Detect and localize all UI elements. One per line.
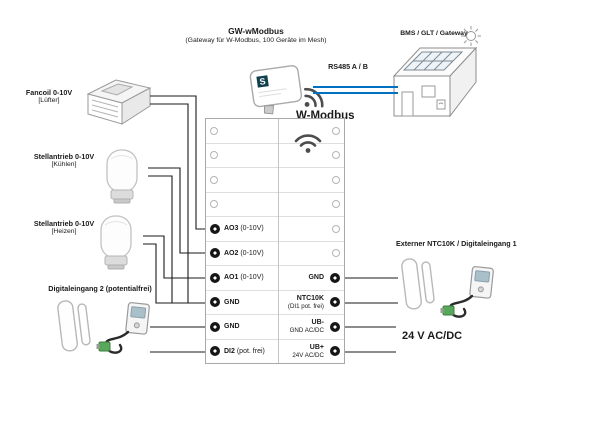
terminal-gnd-1: GND xyxy=(206,291,278,315)
terminal-block: AO3 (0-10V) AO2 (0-10V) AO1 (0-10V) GND … xyxy=(205,118,345,364)
terminal-ub-minus: UB-GND AC/DC xyxy=(279,315,344,340)
terminal-label: DI2 (pot. frei) xyxy=(224,347,265,355)
terminal-screw-icon xyxy=(330,321,340,332)
fancoil-image xyxy=(84,76,154,133)
building-image xyxy=(390,24,482,125)
terminal-screw-icon xyxy=(210,321,220,332)
actuator-cooling-label: Stellantrieb 0-10V [Kühlen] xyxy=(33,152,95,168)
terminal-screw-icon xyxy=(332,126,340,135)
digital-input-2-label: Digitaleingang 2 (potentialfrei) xyxy=(48,284,152,293)
actuator-heating-label: Stellantrieb 0-10V [Heizen] xyxy=(33,219,95,235)
terminal-screw-icon xyxy=(210,175,218,184)
wire-cooling-signal xyxy=(148,167,205,254)
wifi-icon xyxy=(292,128,324,159)
door-contact-image xyxy=(54,296,96,359)
terminal-screw-icon xyxy=(332,175,340,184)
solar-panel xyxy=(402,51,464,71)
terminal-screw-icon xyxy=(210,126,218,135)
terminal-label: NTC10K(DI1 pot. frei) xyxy=(287,294,324,310)
terminal-screw-icon xyxy=(330,272,340,283)
terminal-ao3: AO3 (0-10V) xyxy=(206,217,278,242)
cable-sensor-image xyxy=(96,298,152,365)
bms-label: BMS / GLT / Gateway xyxy=(400,30,468,37)
terminal-screw-icon xyxy=(210,248,220,259)
terminal-label: AO1 (0-10V) xyxy=(224,274,264,282)
terminal-screw-icon xyxy=(210,200,218,209)
external-sensor-label: Externer NTC10K / Digitaleingang 1 xyxy=(396,239,517,248)
terminal-label: AO3 (0-10V) xyxy=(224,225,264,233)
terminal-row-empty xyxy=(279,144,344,168)
terminal-di2: DI2 (pot. frei) xyxy=(206,340,278,364)
terminal-label: GND xyxy=(308,273,324,281)
terminal-row-empty xyxy=(279,168,344,193)
building-drawing xyxy=(392,26,481,118)
door-contact-right-image xyxy=(398,254,440,317)
terminal-screw-icon xyxy=(332,200,340,209)
terminal-gnd-2: GND xyxy=(206,315,278,340)
ntc-sensor-image xyxy=(440,262,496,329)
gateway-device-image: S xyxy=(246,60,310,121)
terminal-row-empty xyxy=(279,217,344,242)
gateway-logo-letter: S xyxy=(259,76,266,87)
terminal-label: GND xyxy=(224,323,240,331)
wire-heating-signal xyxy=(143,235,205,279)
terminal-screw-icon xyxy=(210,297,220,308)
wire-fancoil-gnd xyxy=(150,103,205,304)
terminal-screw-icon xyxy=(210,223,220,234)
wire-heating-gnd xyxy=(143,243,205,304)
terminal-label: UB-GND AC/DC xyxy=(289,319,324,335)
terminal-label: UB+24V AC/DC xyxy=(292,343,324,359)
terminal-row-empty xyxy=(279,193,344,217)
terminal-screw-icon xyxy=(330,297,340,308)
terminal-screw-icon xyxy=(332,151,340,160)
terminal-row-empty xyxy=(206,119,278,144)
gateway-caption: GW-wModbus (Gateway für W-Modbus, 100 Ge… xyxy=(158,26,354,44)
sun-icon xyxy=(461,26,481,46)
terminal-screw-icon xyxy=(210,272,220,283)
terminal-screw-icon xyxy=(330,346,340,357)
terminal-row-empty xyxy=(206,144,278,168)
terminal-gnd-right: GND xyxy=(279,266,344,291)
actuator-heating-image xyxy=(88,212,144,275)
power-supply-label: 24 V AC/DC xyxy=(402,330,463,342)
wire-fancoil-signal xyxy=(150,95,205,230)
gateway-subtitle: (Gateway für W-Modbus, 100 Geräte im Mes… xyxy=(185,37,327,44)
terminal-column-left: AO3 (0-10V) AO2 (0-10V) AO1 (0-10V) GND … xyxy=(206,119,279,363)
terminal-ntc10k: NTC10K(DI1 pot. frei) xyxy=(279,291,344,315)
terminal-screw-icon xyxy=(332,249,340,258)
fancoil-label: Fancoil 0-10V [Lüfter] xyxy=(25,88,73,104)
terminal-row-empty xyxy=(279,242,344,266)
terminal-ub-plus: UB+24V AC/DC xyxy=(279,340,344,364)
wire-cooling-gnd xyxy=(148,175,205,304)
terminal-label: GND xyxy=(224,298,240,306)
gateway-device-drawing: S xyxy=(249,65,303,115)
terminal-ao1: AO1 (0-10V) xyxy=(206,266,278,291)
actuator-cooling-image xyxy=(94,146,150,209)
terminal-row-empty xyxy=(206,168,278,193)
terminal-screw-icon xyxy=(332,224,340,233)
terminal-label: AO2 (0-10V) xyxy=(224,249,264,257)
terminal-ao2: AO2 (0-10V) xyxy=(206,242,278,266)
terminal-screw-icon xyxy=(210,346,220,357)
rs485-label: RS485 A / B xyxy=(328,62,368,71)
terminal-row-empty xyxy=(206,193,278,217)
terminal-screw-icon xyxy=(210,151,218,160)
gateway-title: GW-wModbus xyxy=(228,26,284,36)
